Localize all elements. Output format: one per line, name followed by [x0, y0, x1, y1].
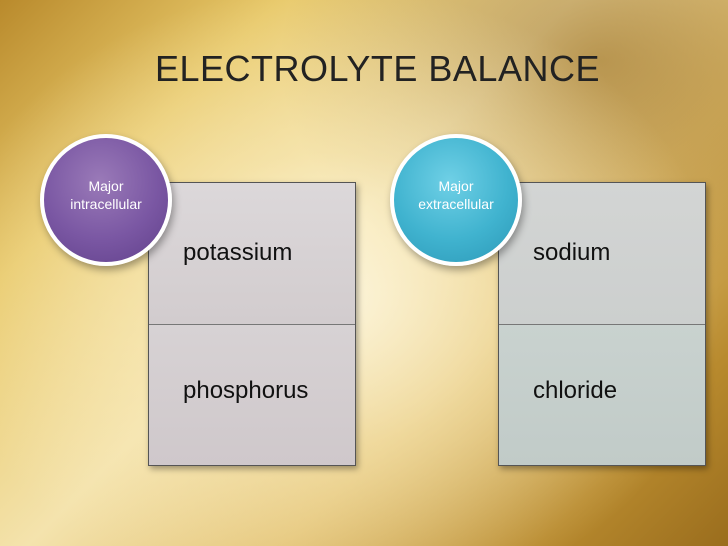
circle-label-line1: Major [438, 178, 474, 194]
intracellular-circle: Major intracellular [40, 134, 172, 266]
list-item: potassium [149, 183, 355, 325]
item-label: chloride [533, 377, 618, 404]
extracellular-list: sodium chloride [498, 182, 706, 466]
list-item: sodium [499, 183, 705, 325]
list-item: phosphorus [149, 325, 355, 465]
circle-label: Major extracellular [418, 177, 493, 213]
circle-label-line2: extracellular [418, 196, 494, 212]
circle-label: Major intracellular [70, 177, 142, 213]
circle-label-line2: intracellular [70, 196, 142, 212]
intracellular-list: potassium phosphorus [148, 182, 356, 466]
list-item: chloride [499, 325, 705, 465]
item-label: phosphorus [183, 377, 309, 404]
item-label: potassium [183, 239, 293, 266]
slide-title: ELECTROLYTE BALANCE [155, 48, 600, 89]
extracellular-circle: Major extracellular [390, 134, 522, 266]
item-label: sodium [533, 239, 611, 266]
circle-label-line1: Major [88, 178, 124, 194]
